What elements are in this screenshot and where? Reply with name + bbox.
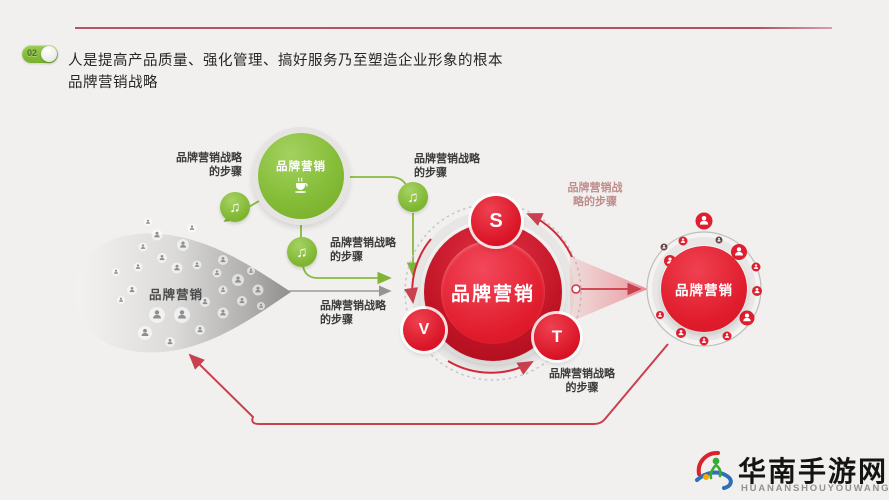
person-icon	[656, 311, 664, 319]
person-icon	[218, 255, 228, 265]
person-icon	[232, 274, 244, 286]
step-label-bottom-right-of-main: 品牌营销战略 的步骤	[549, 368, 615, 394]
funnel-shape	[75, 233, 291, 353]
person-icon	[212, 268, 222, 278]
person-icon	[257, 302, 265, 310]
person-icon	[695, 212, 713, 230]
person-icon	[699, 336, 709, 346]
step-label-left-of-main: 品牌营销战略 的步骤	[320, 300, 386, 326]
watermark-logo-icon	[695, 450, 733, 490]
person-icon	[200, 297, 210, 307]
step-label-right-of-main-pink: 品牌营销战 略的步骤	[567, 182, 623, 208]
person-icon	[192, 260, 202, 270]
person-icon	[751, 262, 761, 272]
person-icon	[127, 285, 137, 295]
badge-knob	[41, 46, 57, 62]
person-icon	[252, 284, 264, 296]
coffee-cup-icon	[294, 177, 308, 193]
funnel-people-icons	[112, 218, 265, 347]
person-icon	[138, 326, 152, 340]
watermark-name-cn: 华南手游网	[738, 456, 889, 487]
right-circle: 品牌营销	[661, 246, 747, 332]
step-label-left-of-green: 品牌营销战略 的步骤	[176, 152, 242, 178]
watermark-name-en: HUANANSHOUYOUWANG	[741, 483, 889, 494]
person-icon	[731, 244, 747, 260]
person-icon	[151, 229, 163, 241]
person-icon	[117, 296, 125, 304]
rotation-arcs	[404, 213, 573, 375]
person-icon	[247, 267, 255, 275]
section-number: 02	[27, 48, 38, 58]
person-icon	[171, 262, 183, 274]
person-icon	[217, 307, 229, 319]
person-icon	[195, 325, 205, 335]
person-icon	[177, 239, 189, 251]
person-icon	[237, 296, 247, 306]
green-hub-circle: 品牌营销	[252, 127, 350, 225]
slide-title-line2: 品牌营销战略	[68, 75, 158, 91]
person-icon	[149, 307, 165, 323]
person-icon	[187, 223, 197, 233]
music-note-icon: ♫	[398, 182, 428, 212]
person-icon	[165, 337, 175, 347]
main-circle: 品牌营销	[441, 240, 545, 344]
music-note-icon: ♫	[220, 192, 250, 222]
step-label-right-of-green: 品牌营销战略 的步骤	[414, 153, 480, 179]
person-icon	[722, 331, 732, 341]
satellite-v: V	[403, 309, 445, 351]
beam-start-node	[571, 284, 581, 294]
person-icon	[715, 236, 723, 244]
person-icon	[678, 236, 688, 246]
person-icon	[218, 285, 228, 295]
step-label-below-green: 品牌营销战略 的步骤	[330, 237, 396, 263]
person-icon	[676, 328, 686, 338]
feedback-arrow	[188, 343, 669, 425]
music-note-icon: ♫	[287, 237, 317, 267]
green-hub-label: 品牌营销	[276, 161, 326, 173]
person-icon	[174, 307, 190, 323]
person-icon	[752, 286, 762, 296]
person-icon	[112, 268, 120, 276]
person-icon	[144, 218, 152, 226]
top-accent-line	[75, 27, 832, 29]
satellite-t: T	[534, 314, 580, 360]
person-icon	[138, 242, 148, 252]
slide-title-line1: 人是提高产品质量、强化管理、搞好服务乃至塑造企业形象的根本	[68, 53, 503, 69]
person-icon	[739, 310, 755, 326]
funnel-label: 品牌营销	[148, 288, 203, 302]
satellite-s: S	[471, 196, 521, 246]
person-icon	[660, 243, 668, 251]
section-number-badge: 02	[22, 45, 58, 63]
person-icon	[157, 253, 167, 263]
right-circle-people-icons	[656, 212, 762, 346]
person-icon	[133, 262, 143, 272]
